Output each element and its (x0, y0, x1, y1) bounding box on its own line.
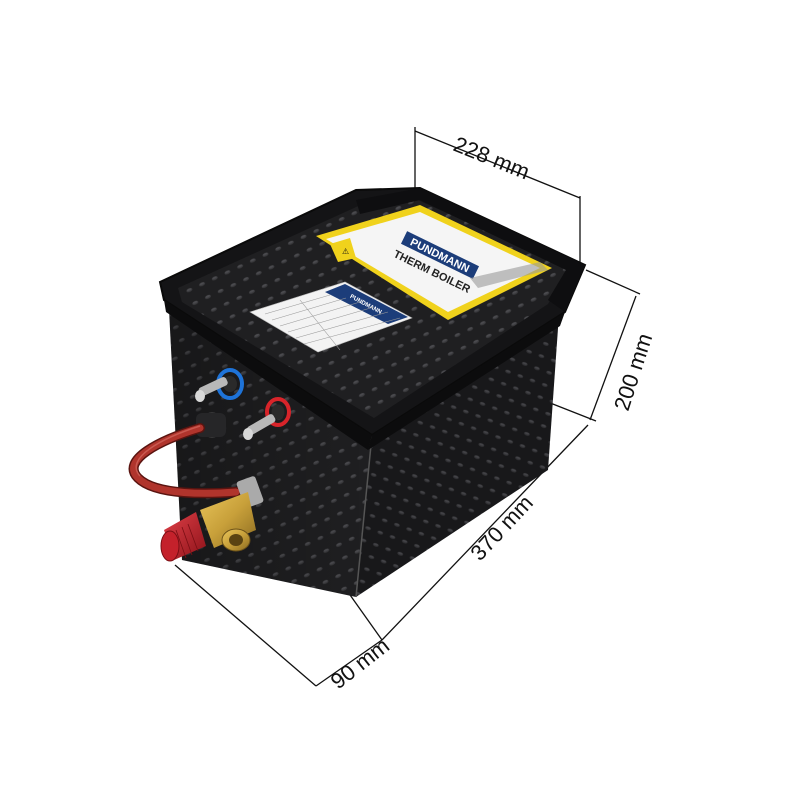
dimension-depth-label: 90 mm (326, 633, 394, 694)
box-long-side (356, 300, 560, 597)
svg-text:⚠: ⚠ (342, 247, 349, 256)
main-product-label: ⚠ PUNDMANN THERM BOILER (316, 205, 552, 320)
hot-water-fitting (243, 397, 291, 440)
safety-valve (160, 476, 264, 562)
dimension-width-label: 228 mm (450, 131, 533, 184)
spec-sticker: PUNDMANN (249, 281, 413, 353)
cold-water-fitting (195, 368, 244, 402)
dimension-height-label: 200 mm (609, 330, 657, 413)
